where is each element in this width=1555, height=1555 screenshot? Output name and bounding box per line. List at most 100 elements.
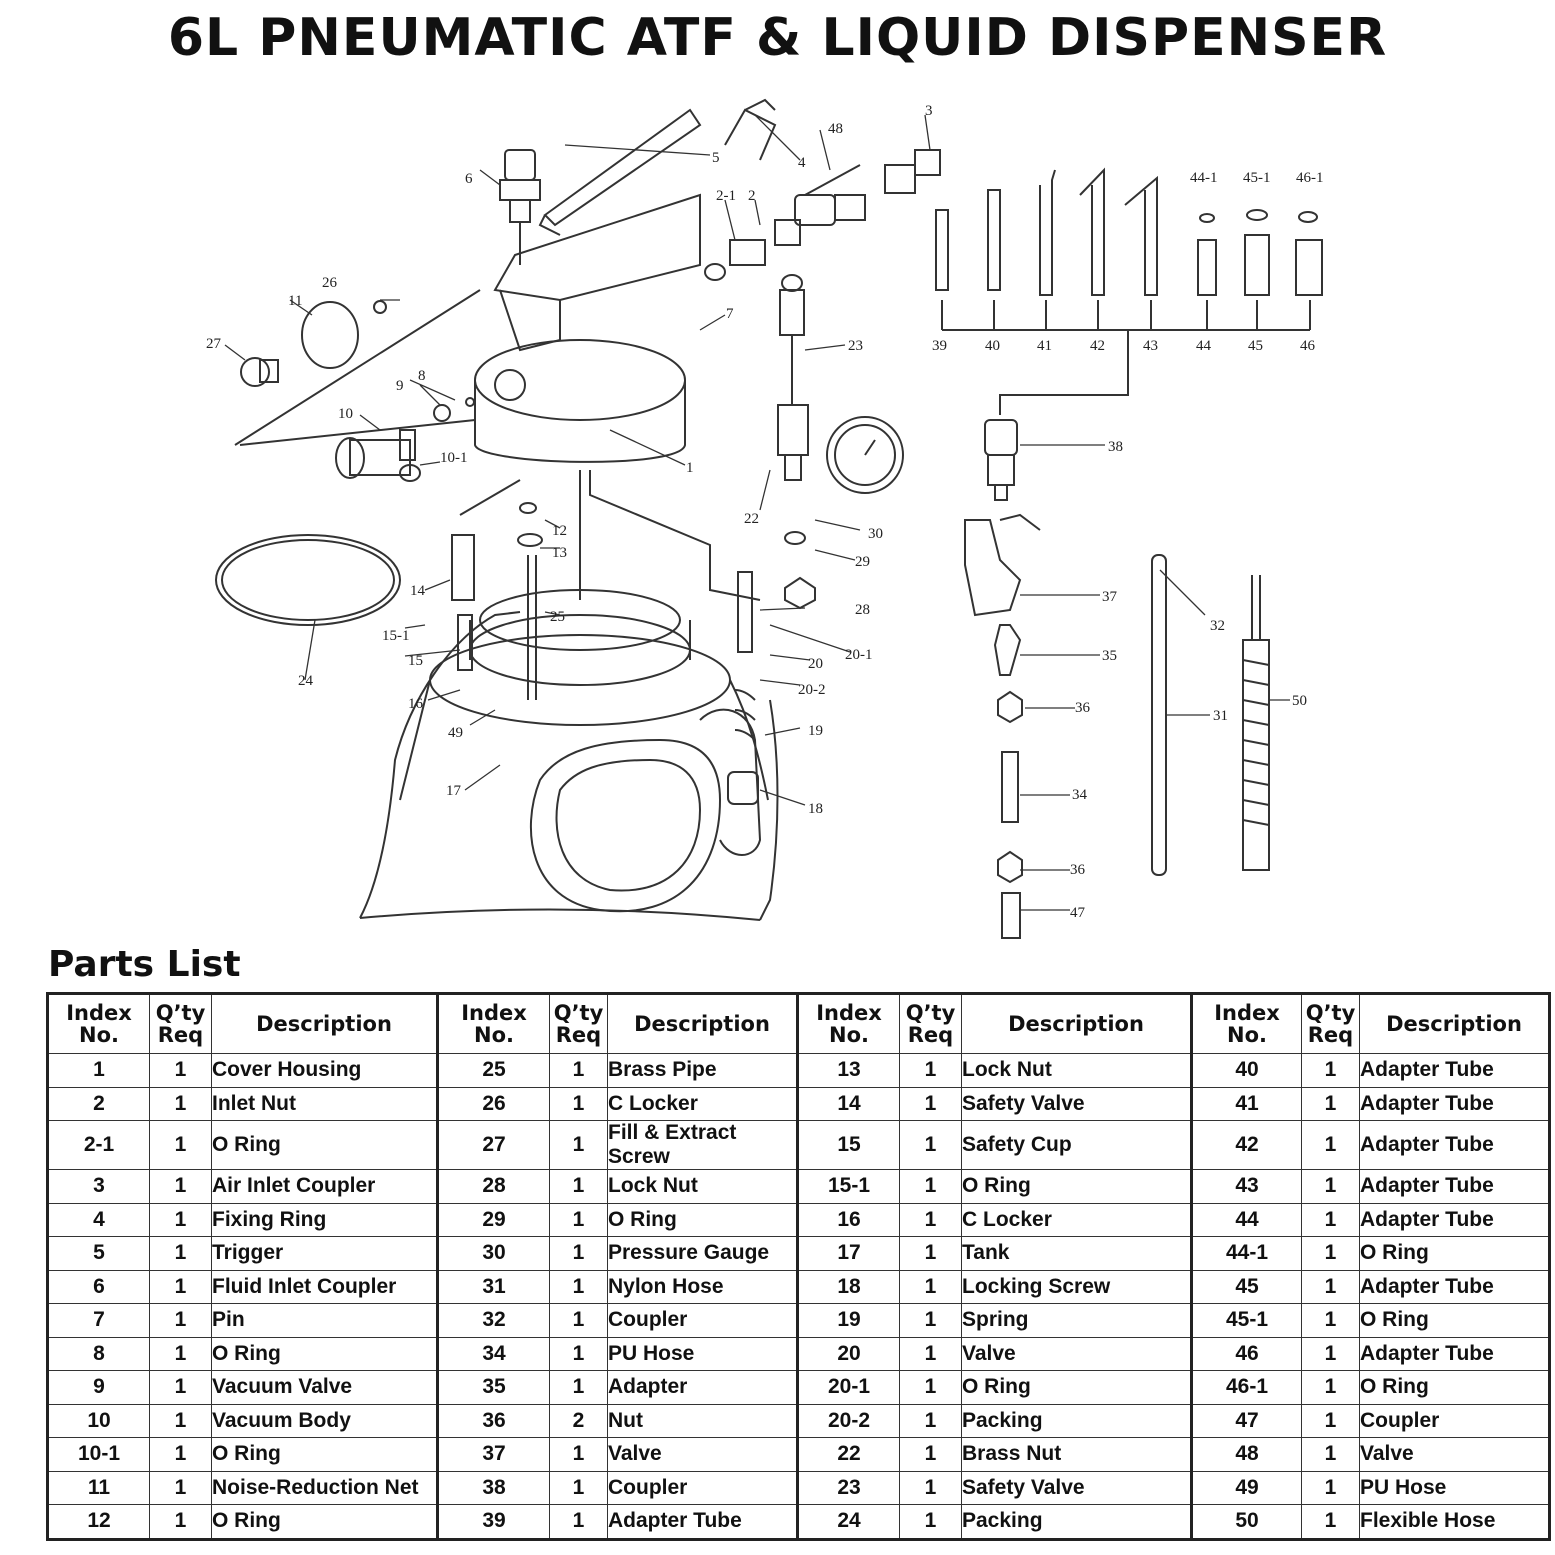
part-qty-cell: 1: [149, 1303, 212, 1338]
label-24: 24: [298, 673, 314, 689]
part-index-cell: 45-1: [1190, 1303, 1302, 1338]
part-qty-cell: 1: [1301, 1336, 1360, 1371]
part-qty-cell: 1: [549, 1169, 608, 1204]
part-description-cell: Pressure Gauge: [607, 1236, 798, 1271]
part-qty-cell: 1: [149, 1169, 212, 1204]
part-index-cell: 9: [47, 1370, 150, 1405]
part-index-cell: 11: [47, 1470, 150, 1505]
part-description-cell: Coupler: [607, 1303, 798, 1338]
packing-ring-inner: [221, 539, 395, 621]
gauge-assembly-drawing: [777, 274, 904, 610]
part-index-cell: 17: [796, 1236, 900, 1271]
part-index-cell: 34: [436, 1336, 550, 1371]
part-index-cell: 25: [436, 1053, 550, 1088]
part-qty-cell: 1: [899, 1370, 962, 1405]
part-index-cell: 26: [436, 1086, 550, 1121]
part-description-cell: O Ring: [211, 1504, 438, 1540]
label-50: 50: [1292, 693, 1307, 709]
part-description-cell: Adapter Tube: [1359, 1053, 1550, 1088]
part-description-cell: Locking Screw: [961, 1269, 1192, 1304]
label-49: 49: [448, 725, 463, 741]
part-index-cell: 49: [1190, 1470, 1302, 1505]
part-index-cell: 16: [796, 1202, 900, 1237]
part-description-cell: PU Hose: [607, 1336, 798, 1371]
part-qty-cell: 1: [899, 1169, 962, 1204]
part-qty-cell: 1: [549, 1504, 608, 1540]
label-2-1: 2-1: [716, 188, 736, 204]
part-qty-cell: 1: [899, 1504, 962, 1540]
label-28: 28: [855, 602, 870, 618]
part-description-cell: Pin: [211, 1303, 438, 1338]
label-22: 22: [744, 511, 759, 527]
part-description-cell: Safety Valve: [961, 1470, 1192, 1505]
part-description-cell: Trigger: [211, 1236, 438, 1271]
label-45-1: 45-1: [1243, 170, 1271, 186]
part-index-cell: 2-1: [47, 1120, 150, 1170]
part-description-cell: Vacuum Valve: [211, 1370, 438, 1405]
part-qty-cell: 1: [899, 1236, 962, 1271]
part-qty-cell: 1: [899, 1202, 962, 1237]
label-13: 13: [552, 545, 567, 561]
part-qty-cell: 1: [549, 1086, 608, 1121]
part-index-cell: 15-1: [796, 1169, 900, 1204]
part-index-cell: 10-1: [47, 1437, 150, 1472]
part-qty-cell: 1: [1301, 1120, 1360, 1170]
part-index-cell: 46: [1190, 1336, 1302, 1371]
part-index-cell: 42: [1190, 1120, 1302, 1170]
part-description-cell: O Ring: [211, 1120, 438, 1170]
label-29: 29: [855, 554, 870, 570]
part-index-cell: 50: [1190, 1504, 1302, 1540]
part-description-cell: Lock Nut: [607, 1169, 798, 1204]
label-5: 5: [712, 150, 720, 166]
part-qty-cell: 1: [899, 1303, 962, 1338]
part-description-cell: Brass Pipe: [607, 1053, 798, 1088]
part-qty-cell: 1: [549, 1120, 608, 1170]
label-44-1: 44-1: [1190, 170, 1218, 186]
part-description-cell: Fluid Inlet Coupler: [211, 1269, 438, 1304]
part-index-cell: 30: [436, 1236, 550, 1271]
part-description-cell: Coupler: [1359, 1403, 1550, 1438]
part-index-cell: 13: [796, 1053, 900, 1088]
part-description-cell: Fill & Extract Screw: [607, 1120, 798, 1170]
label-26: 26: [322, 275, 338, 291]
part-index-cell: 1: [47, 1053, 150, 1088]
part-index-cell: 41: [1190, 1086, 1302, 1121]
part-description-cell: O Ring: [607, 1202, 798, 1237]
part-qty-cell: 1: [1301, 1269, 1360, 1304]
part-description-cell: Adapter Tube: [1359, 1169, 1550, 1204]
part-qty-cell: 1: [149, 1120, 212, 1170]
part-qty-cell: 1: [149, 1437, 212, 1472]
part-description-cell: Valve: [1359, 1437, 1550, 1472]
part-description-cell: C Locker: [607, 1086, 798, 1121]
label-48: 48: [828, 121, 843, 137]
leader-lines: [224, 114, 1290, 911]
part-description-cell: Inlet Nut: [211, 1086, 438, 1121]
part-description-cell: Tank: [961, 1236, 1192, 1271]
label-3: 3: [925, 103, 933, 119]
part-qty-cell: 1: [549, 1303, 608, 1338]
part-qty-cell: 1: [1301, 1086, 1360, 1121]
part-qty-cell: 1: [1301, 1504, 1360, 1540]
part-index-cell: 39: [436, 1504, 550, 1540]
part-qty-cell: 1: [549, 1202, 608, 1237]
col-header-description: Description: [607, 993, 798, 1054]
part-qty-cell: 1: [1301, 1437, 1360, 1472]
part-index-cell: 3: [47, 1169, 150, 1204]
valve-assembly-drawing: [704, 149, 941, 281]
part-index-cell: 5: [47, 1236, 150, 1271]
part-index-cell: 29: [436, 1202, 550, 1237]
part-description-cell: Air Inlet Coupler: [211, 1169, 438, 1204]
part-description-cell: Packing: [961, 1403, 1192, 1438]
part-qty-cell: 1: [899, 1053, 962, 1088]
label-8: 8: [418, 368, 426, 384]
exploded-parts-diagram: 1 2 2-1 3 4 5 6 7 8 9 10 10-1 11 12 13 1…: [206, 98, 1324, 939]
